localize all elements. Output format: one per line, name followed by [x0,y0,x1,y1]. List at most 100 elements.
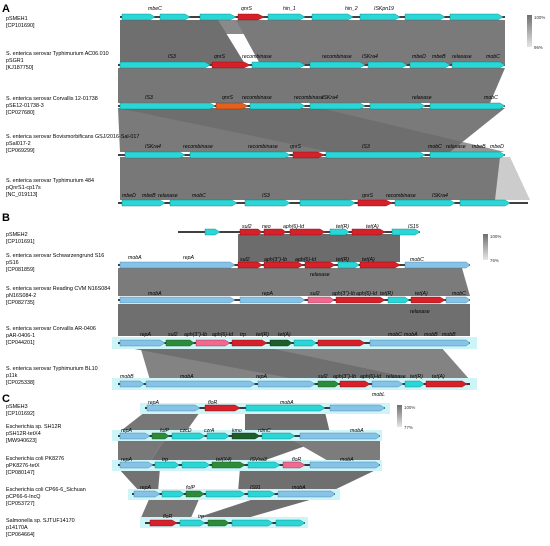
panel-letter: B [2,212,10,224]
gene-label: mobA [350,428,364,434]
record-line: p11k [6,373,18,379]
track-a4: ISKra4 recombinase recombinase qnrS IS3 … [118,144,506,159]
gene-label: floR [163,514,172,520]
gene-arrow-resistance [359,261,401,269]
track-b1: sul2 neo aph(6)-Id tet(R) tet(A) IS15 [178,224,421,236]
gene-label: IS3 [145,95,153,101]
record-line: S. enterica serovar Corvallis 12-01738 [6,96,98,102]
gene-label: hin_1 [283,6,296,12]
track-b5: mobB mobA repA sul2 aph(3'')-Ib aph(6)-I… [112,374,477,398]
homology-band [118,439,165,462]
gene-label: mobC [192,193,206,199]
gene-label: trp [240,332,246,338]
record-line: [CP081859] [6,267,35,273]
gene-arrow [299,432,381,440]
record-line: S. enterica serovar Bovismorbificans GSJ… [6,134,139,140]
identity-gradient [397,405,402,427]
gene-label: relaxase [412,95,432,101]
homology-band [118,468,160,492]
panel-b: B 100% 76% pSMEH2[CP101691] S. enterica … [2,212,501,398]
track-a1: mbeC qnrS hin_1 hin_2 ISKpn19 [120,6,505,21]
record-line: [CP053727] [6,501,35,507]
homology-band [495,157,530,200]
gene-label: tet(X4) [216,457,232,463]
gene-arrow [244,199,291,207]
gene-label: sul2 [310,291,320,297]
record-line: pSal017-2 [6,141,31,147]
gene-arrow [185,490,205,498]
gene-label: IS3 [362,144,370,150]
gene-label: mobC [484,95,498,101]
gene-arrow-resistance [410,296,446,304]
record-line: p14170A [6,525,28,531]
gene-label: folP [186,485,195,491]
gene-arrow [204,228,221,236]
gene-arrow [169,199,238,207]
record-line: S. enterica serovar Corvallis AR-0406 [6,326,96,332]
panel-a: A 100% 96% pSMEH1[CP101690] S. enterica … [2,3,545,207]
gene-label: IS91 [250,485,261,491]
gene-label: repA [140,332,151,338]
gene-arrow [211,461,246,469]
gene-label: relaxase [410,309,430,315]
gene-arrow [121,13,156,21]
gene-arrow [133,490,161,498]
record-line: pSE12-01738-3 [6,103,44,109]
gene-label: aph(3'')-Ib [333,374,356,380]
gene-label: relaxase [446,144,466,150]
gene-arrow [275,519,306,527]
gene-arrow-resistance [357,199,393,207]
gene-label: mobC [410,257,424,263]
gene-arrow [409,61,451,69]
gene-arrow [337,261,360,269]
gene-label: recombinase [242,95,272,101]
gene-arrow [311,13,354,21]
gene-label: recombinase [386,193,416,199]
track-b3: mobA repA sul2 aph(3'')-Ib aph(6)-Id tet… [118,291,471,315]
gene-label: tet(A) [432,374,445,380]
gene-arrow [119,380,145,388]
track-b4: repA sul2 aph(3'')-Ib aph(6)-Id trp tet(… [112,332,477,349]
gene-arrow [119,102,216,110]
gene-label: tet(A) [278,332,291,338]
record-line: pSMEH1 [6,16,28,22]
track-c4: repA folP IS91 mobA [128,485,340,500]
homology-band [238,234,400,262]
record-titles: pSMEH2[CP101691] S. enterica serovar Sch… [6,232,110,386]
gene-label: mbeD [490,144,504,150]
gene-label: folP [160,428,169,434]
gene-arrow [387,296,410,304]
gene-label: aph(6)-Id [356,291,378,297]
gene-arrow [359,13,401,21]
gene-label: mbeB [432,54,446,60]
gene-label: tet(R) [380,291,393,297]
gene-label: tet(R) [256,332,269,338]
gene-arrow-resistance [292,151,325,159]
track-a2: IS3 qnrS recombinase recombinase ISKra4 … [118,54,506,69]
scale-top-label: 100% [404,405,415,410]
gene-arrow-resistance [304,261,336,269]
gene-label: aph(6)-Id [212,332,234,338]
gene-label: floR [292,457,301,463]
svg-text:pSMEH3[CP101692]: pSMEH3[CP101692] [6,404,35,417]
gene-label: sul2 [242,224,252,230]
homology-bands [118,20,530,200]
gene-label: mobC [452,291,466,297]
gene-arrow [293,339,317,347]
gene-arrow [369,102,426,110]
record-line: [CP027680] [6,110,35,116]
gene-arrow [329,228,350,236]
gene-label: sul2 [240,257,250,263]
gene-label: repA [140,485,151,491]
gene-arrow [121,199,166,207]
gene-label: trp [162,457,168,463]
gene-label: relaxase [452,54,472,60]
svg-text:pSMEH1[CP101690]: pSMEH1[CP101690] [6,16,35,29]
gene-label: aph(3'')-Ib [184,332,207,338]
homology-band [236,20,505,64]
svg-text:Escherichia coli CP66-6_Sichua: Escherichia coli CP66-6_SichuanpCP66-6-I… [6,487,86,507]
gene-label: ISVsa3 [250,457,267,463]
gene-label: mobB [424,332,438,338]
